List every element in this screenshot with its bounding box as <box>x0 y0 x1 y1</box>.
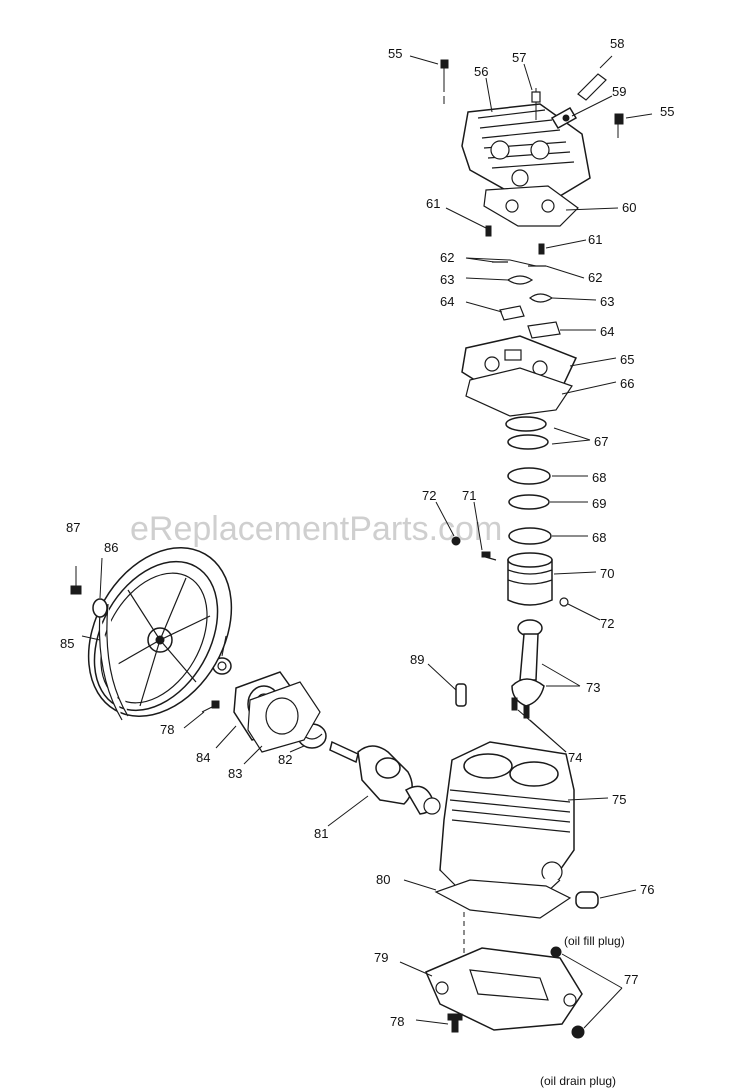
flywheel-85 <box>87 546 233 721</box>
bolt-87 <box>70 566 82 595</box>
bolt-78-bottom <box>447 1013 463 1033</box>
callout-81: 81 <box>314 826 328 841</box>
callout-85: 85 <box>60 636 74 651</box>
callout-86: 86 <box>104 540 118 555</box>
callout-63: 63 <box>440 272 454 287</box>
callout-64: 64 <box>440 294 454 309</box>
bushing-76 <box>575 891 599 909</box>
callout-55: 55 <box>660 104 674 119</box>
callout-67: 67 <box>594 434 608 449</box>
callout-70: 70 <box>600 566 614 581</box>
oil-drain-plug-note: (oil drain plug) <box>540 1074 616 1088</box>
callout-57: 57 <box>512 50 526 65</box>
cover-gasket-83 <box>247 681 321 753</box>
callout-80: 80 <box>376 872 390 887</box>
valve-parts-61-64 <box>485 225 561 339</box>
washer-86 <box>92 598 108 618</box>
callout-60: 60 <box>622 200 636 215</box>
callout-58: 58 <box>610 36 624 51</box>
callout-77: 77 <box>624 972 638 987</box>
callout-89: 89 <box>410 652 424 667</box>
callout-82: 82 <box>278 752 292 767</box>
valve-plate-gasket-66 <box>465 367 573 417</box>
oil-plugs-77 <box>550 946 585 1039</box>
callout-78: 78 <box>160 722 174 737</box>
rod-bolts-74 <box>511 697 530 719</box>
clips-72 <box>451 536 569 607</box>
piston-70 <box>507 552 553 606</box>
callout-74: 74 <box>568 750 582 765</box>
callout-75: 75 <box>612 792 626 807</box>
callout-61: 61 <box>426 196 440 211</box>
crankshaft-81 <box>329 740 441 815</box>
bolt-55-right <box>614 113 624 138</box>
crankcase-gasket-80 <box>434 879 572 919</box>
callout-87: 87 <box>66 520 80 535</box>
fitting-58 <box>577 55 613 101</box>
head-gasket-60 <box>483 185 579 227</box>
callout-61: 61 <box>588 232 602 247</box>
callout-71: 71 <box>462 488 476 503</box>
key-89 <box>455 683 467 707</box>
callout-62: 62 <box>440 250 454 265</box>
callout-59: 59 <box>612 84 626 99</box>
wrist-pin-71 <box>481 551 497 561</box>
connecting-rod-73 <box>511 619 545 707</box>
callout-68: 68 <box>592 470 606 485</box>
callout-73: 73 <box>586 680 600 695</box>
piston-rings <box>505 416 552 545</box>
callout-63: 63 <box>600 294 614 309</box>
callout-76: 76 <box>640 882 654 897</box>
base-plate-79 <box>425 947 583 1031</box>
oil-fill-plug-note: (oil fill plug) <box>564 934 625 948</box>
callout-56: 56 <box>474 64 488 79</box>
callout-78: 78 <box>390 1014 404 1029</box>
callout-72: 72 <box>422 488 436 503</box>
callout-65: 65 <box>620 352 634 367</box>
callout-64: 64 <box>600 324 614 339</box>
callout-68: 68 <box>592 530 606 545</box>
callout-79: 79 <box>374 950 388 965</box>
bolt-78-left <box>201 700 220 713</box>
cylinder-head <box>461 103 591 199</box>
callout-labels: 55 56 57 58 59 55 60 61 61 62 62 63 63 6… <box>60 36 674 1029</box>
drain-valve-57 <box>531 88 541 120</box>
callout-66: 66 <box>620 376 634 391</box>
watermark: eReplacementParts.com <box>130 510 502 548</box>
callout-72: 72 <box>600 616 614 631</box>
callout-55: 55 <box>388 46 402 61</box>
callout-69: 69 <box>592 496 606 511</box>
leader-lines <box>81 55 653 1029</box>
callout-62: 62 <box>588 270 602 285</box>
callout-84: 84 <box>196 750 210 765</box>
fitting-59 <box>550 106 578 130</box>
callout-83: 83 <box>228 766 242 781</box>
bolt-55-left <box>440 59 449 104</box>
